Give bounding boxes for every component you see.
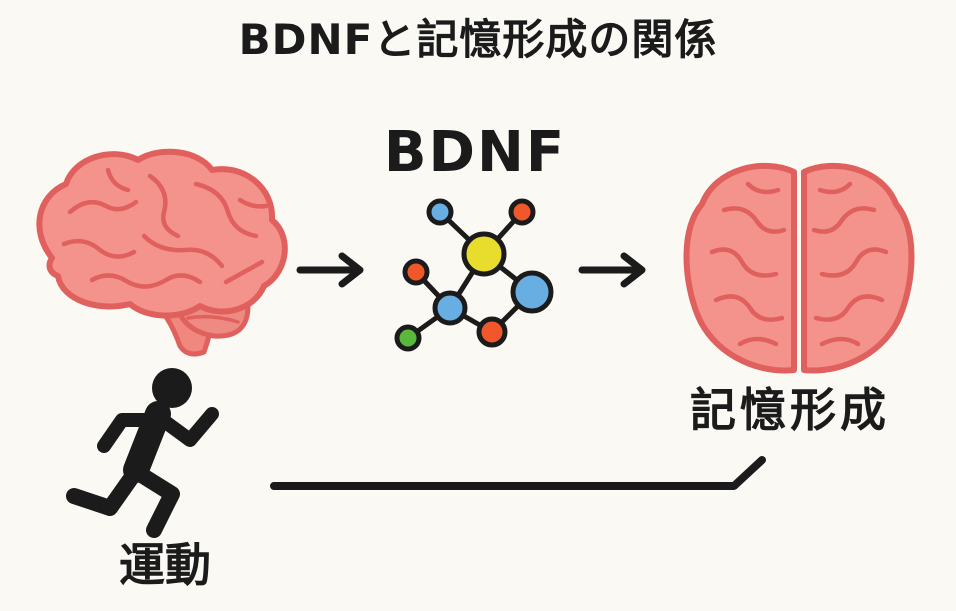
memory-formation-label: 記憶形成: [690, 383, 890, 437]
exercise-label: 運動: [119, 538, 211, 592]
brain-side-icon: [36, 148, 288, 357]
bdnf-label: BDNF: [383, 120, 567, 185]
arrow-brain-to-bdnf: [296, 252, 364, 288]
arrow-bdnf-to-memory: [578, 252, 646, 288]
running-person-icon: [66, 368, 219, 538]
brain-top-icon: [683, 162, 915, 374]
molecule-network-icon: [394, 198, 554, 352]
diagram-title: BDNFと記憶形成の関係: [238, 15, 718, 64]
connector-exercise-to-memory: [270, 456, 766, 490]
